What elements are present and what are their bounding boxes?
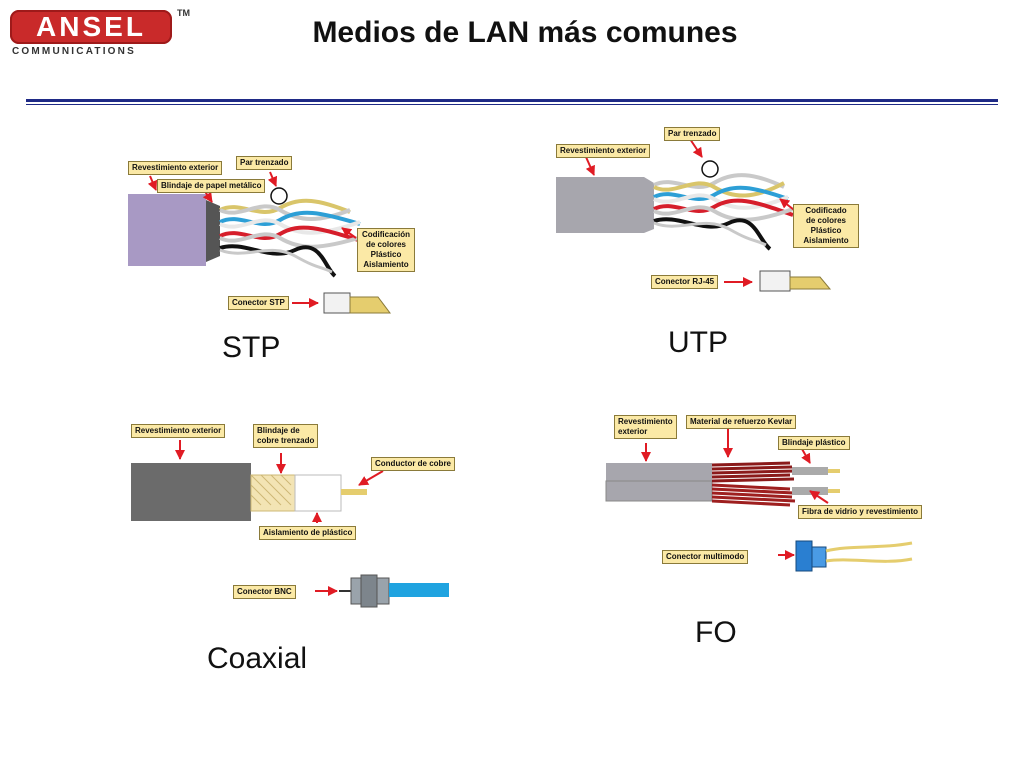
fo-caption: FO [695, 616, 737, 649]
utp-label-jacket: Revestimiento exterior [556, 144, 651, 158]
utp-wire-black [653, 217, 772, 251]
coax-label-conductor: Conductor de cobre [371, 457, 456, 471]
utp-label-pair: Par trenzado [664, 127, 721, 141]
stp-diagram: Revestimiento exterior Blindaje de papel… [120, 150, 420, 320]
coax-conductor [341, 489, 367, 495]
utp-wire-gray3 [653, 221, 767, 247]
fo-kevlar-2 [711, 483, 796, 507]
stp-wire-gray3 [219, 248, 333, 274]
slide-title: Medios de LAN más comunes [312, 16, 738, 49]
utp-wire-yellow [653, 181, 785, 198]
stp-wire-gray2 [219, 232, 366, 249]
fo-label-fiber: Fibra de vidrio y revestimiento [798, 505, 923, 519]
stp-wire-red [219, 225, 366, 244]
stp-label-connector: Conector STP [228, 296, 289, 310]
fo-label-buffer: Blindaje plástico [778, 436, 850, 450]
title-rule-thin [26, 104, 998, 105]
utp-wire-blue [653, 185, 789, 201]
logo-name: ANSEL [36, 11, 146, 42]
coax-jacket [131, 463, 251, 521]
stp-connector-body [323, 292, 351, 314]
fo-jacket-2 [605, 480, 713, 502]
stp-label-pair: Par trenzado [236, 156, 293, 170]
utp-cable-illustration [556, 138, 832, 292]
stp-wire-gray1 [219, 204, 351, 221]
logo-trademark: TM [177, 8, 190, 18]
utp-wire-gray1 [653, 173, 785, 189]
fo-fiber-2 [828, 489, 840, 493]
fo-label-jacket: Revestimiento exterior [614, 415, 677, 439]
utp-connector-body [759, 270, 791, 292]
utp-wire-gray2 [653, 205, 794, 222]
coax-bnc-ring [360, 574, 378, 608]
utp-connector-cable [789, 276, 832, 290]
utp-label-connector: Conector RJ-45 [651, 275, 719, 289]
fo-diagram: Revestimiento exterior Material de refue… [600, 405, 940, 590]
company-logo: ANSEL TM COMMUNICATIONS [10, 8, 190, 58]
stp-label-jacket: Revestimiento exterior [128, 161, 223, 175]
fo-label-kevlar: Material de refuerzo Kevlar [686, 415, 797, 429]
fo-kevlar-1 [711, 461, 796, 483]
utp-label-coding: Codificado de colores Plástico Aislamien… [793, 204, 859, 248]
stp-wire-black [219, 244, 337, 278]
fo-jacket-1 [606, 463, 712, 483]
utp-caption: UTP [668, 326, 728, 359]
stp-caption: STP [222, 331, 281, 364]
fo-connector-latch [811, 546, 827, 568]
title-rule [26, 99, 998, 102]
logo-subtitle: COMMUNICATIONS [12, 46, 136, 57]
coax-bnc-cable [389, 583, 449, 597]
coax-insulation [294, 474, 342, 512]
fo-fiber-1 [828, 469, 840, 473]
stp-wire-blue [219, 210, 361, 226]
logo-badge [10, 10, 172, 44]
fo-connector-cable [825, 541, 913, 563]
stp-pair-circle [270, 187, 288, 205]
stp-label-shield: Blindaje de papel metálico [157, 179, 266, 193]
fo-cable-illustration [605, 429, 913, 572]
stp-connector-cable [349, 296, 391, 314]
stp-jacket [128, 194, 206, 266]
coax-label-insulation: Aislamiento de plástico [259, 526, 357, 540]
coax-caption: Coaxial [207, 642, 308, 675]
fo-label-connector: Conector multimodo [662, 550, 749, 564]
coax-cable-illustration [131, 440, 449, 608]
fo-buffer-1 [792, 467, 828, 475]
stp-cable-illustration [128, 171, 391, 314]
stp-label-coding: Codificación de colores Plástico Aislami… [357, 228, 415, 272]
coax-label-connector: Conector BNC [233, 585, 296, 599]
stp-foil-shield [206, 200, 220, 262]
coax-label-braid: Blindaje de cobre trenzado [253, 424, 319, 448]
coax-diagram: Revestimiento exterior Blindaje de cobre… [125, 415, 475, 610]
utp-wire-red [653, 198, 794, 217]
coax-label-jacket: Revestimiento exterior [131, 424, 226, 438]
utp-jacket [556, 177, 654, 233]
fo-connector-body [795, 540, 813, 572]
utp-diagram: Revestimiento exterior Par trenzado Codi… [548, 125, 859, 300]
utp-pair-circle [701, 160, 719, 178]
